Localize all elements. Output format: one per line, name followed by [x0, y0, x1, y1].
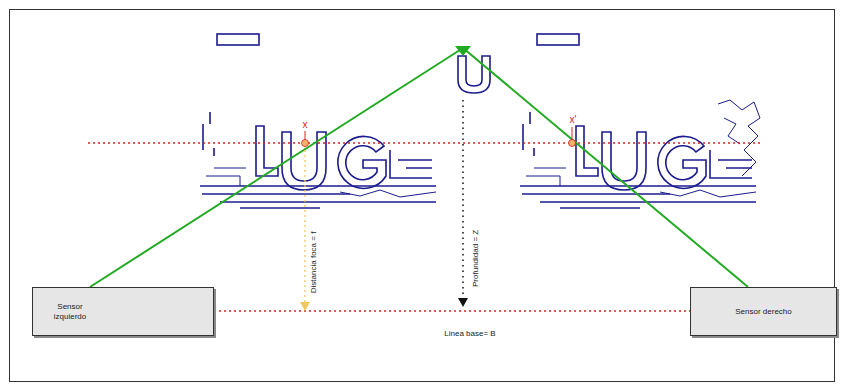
coordinate-label: x: [303, 119, 308, 130]
sensor-box: Sensor izquierdo: [32, 287, 214, 336]
left-ray: [90, 48, 463, 287]
target-point: [455, 46, 471, 56]
x-pointer: [305, 131, 306, 140]
baseline-label: Linea base= B: [444, 330, 495, 339]
sensor-name: Sensor izquierdo: [41, 302, 99, 321]
focal-length-label: Distancia foca = f: [311, 231, 320, 293]
sensor-box: Sensor derecho: [690, 287, 837, 336]
focal-line: [304, 150, 305, 302]
x-point: [302, 140, 309, 147]
focal-arrowhead: [300, 302, 310, 311]
baseline-line: [214, 310, 690, 311]
texture: [718, 100, 760, 176]
depth-label: Profundidad = Z: [473, 229, 482, 286]
depth-arrowhead: [458, 298, 468, 307]
coordinate-label: x': [570, 114, 577, 125]
image-plane-line: [88, 142, 762, 143]
x-prime-pointer: [572, 127, 573, 139]
sensor-name: Sensor derecho: [735, 307, 793, 317]
right-ray: [463, 48, 748, 287]
depth-line: [462, 100, 464, 298]
target-u: [458, 56, 490, 93]
x-prime-point: [569, 140, 576, 147]
